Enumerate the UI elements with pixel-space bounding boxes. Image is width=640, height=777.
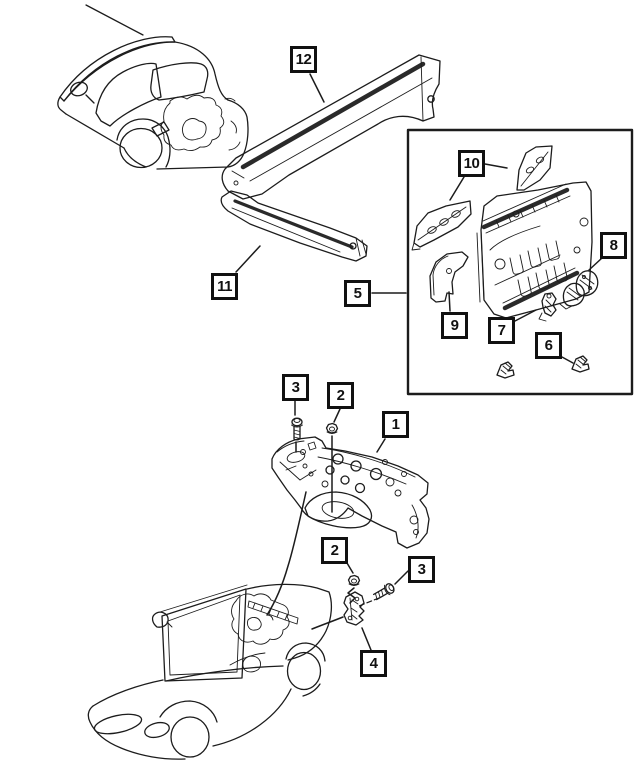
angle-bracket-6-left <box>496 361 515 379</box>
callout-9[interactable]: 9 <box>441 312 468 339</box>
dash-panel-5 <box>476 181 593 319</box>
nut-icon-upper <box>325 422 339 434</box>
callout-5[interactable]: 5 <box>344 280 371 307</box>
side-panel-9 <box>429 251 469 303</box>
callout-1[interactable]: 1 <box>382 411 409 438</box>
callout-4[interactable]: 4 <box>360 650 387 677</box>
callout-2-lower[interactable]: 2 <box>321 537 348 564</box>
front-car-illustration <box>87 583 333 760</box>
callout-10[interactable]: 10 <box>458 150 485 177</box>
nut-icon-lower <box>347 574 361 586</box>
cowl-side-rail-lower-10 <box>411 200 472 251</box>
callout-8[interactable]: 8 <box>600 232 627 259</box>
bolt-icon-upper <box>291 417 303 441</box>
cowl-side-rail-upper-10 <box>516 145 553 191</box>
callout-3-lower[interactable]: 3 <box>408 556 435 583</box>
callout-12[interactable]: 12 <box>290 46 317 73</box>
rear-car-illustration <box>57 4 249 170</box>
bracket-7 <box>538 292 557 322</box>
callout-2-upper[interactable]: 2 <box>327 382 354 409</box>
callout-7[interactable]: 7 <box>488 317 515 344</box>
callout-11[interactable]: 11 <box>211 273 238 300</box>
leader-lines <box>235 73 603 651</box>
mounting-bracket-4 <box>343 591 365 626</box>
crossmember-1 <box>271 436 430 549</box>
callout-6[interactable]: 6 <box>535 332 562 359</box>
inset-detail-box <box>406 128 634 396</box>
angle-bracket-6-right <box>571 355 590 373</box>
cowl-lower-panel-11 <box>220 190 368 262</box>
bolt-icon-lower <box>372 583 395 601</box>
callout-3-upper[interactable]: 3 <box>282 374 309 401</box>
cowl-top-panel-12 <box>221 54 441 200</box>
bracket-cluster-8 <box>559 270 599 310</box>
